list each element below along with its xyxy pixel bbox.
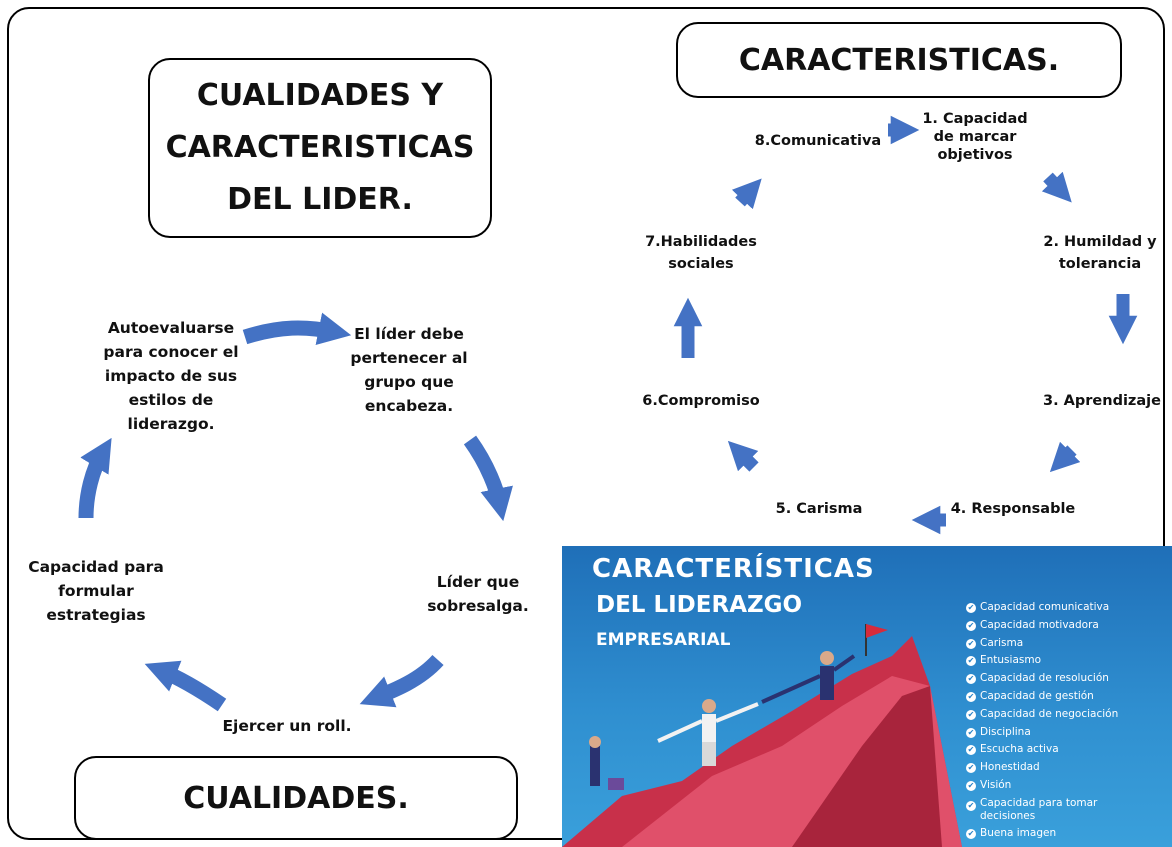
poster-list-item: ✔Capacidad de negociación: [966, 707, 1119, 720]
poster-list-item: ✔Visión: [966, 778, 1012, 791]
cycle-arrow-4: [144, 660, 227, 712]
characteristic-item-3: 3. Aprendizaje: [1043, 393, 1161, 409]
poster-list-item: ✔Buena imagen: [966, 826, 1057, 839]
check-icon: ✔: [966, 691, 976, 702]
check-icon: ✔: [966, 620, 976, 631]
cycle-arrow-9: [1049, 441, 1081, 473]
characteristic-item-4: 4. Responsable: [950, 501, 1076, 517]
poster-list-item: ✔Capacidad de gestión: [966, 689, 1094, 702]
check-icon: ✔: [966, 828, 976, 839]
poster-list-item: ✔Capacidad motivadora: [966, 618, 1099, 631]
check-icon: ✔: [966, 727, 976, 738]
poster-subtitle-2: EMPRESARIAL: [596, 630, 731, 650]
poster-list: ✔Capacidad comunicativa ✔Capacidad motiv…: [966, 599, 1136, 843]
characteristic-item-8: 8.Comunicativa: [754, 133, 882, 149]
mountain-climbers-illustration: [562, 624, 962, 847]
check-icon: ✔: [966, 745, 976, 756]
cycle-arrow-7: [1041, 171, 1072, 203]
quality-item-3: Ejercer un roll.: [222, 717, 352, 735]
cycle-arrow-3: [359, 654, 444, 708]
check-icon: ✔: [966, 780, 976, 791]
check-icon: ✔: [966, 709, 976, 720]
cycle-arrow-1: [242, 312, 352, 345]
cycle-arrow-5: [78, 437, 112, 519]
poster-list-item: ✔Entusiasmo: [966, 654, 1042, 667]
check-icon: ✔: [966, 674, 976, 685]
check-icon: ✔: [966, 656, 976, 667]
cycle-arrow-2: [463, 435, 513, 522]
poster-list-item: ✔Capacidad comunicativa: [966, 601, 1110, 613]
qualities-title: CUALIDADES.: [74, 756, 518, 840]
check-icon: ✔: [966, 603, 976, 613]
poster-subtitle: DEL LIDERAZGO: [596, 592, 803, 618]
main-title: CUALIDADES Y CARACTERISTICAS DEL LIDER.: [148, 58, 492, 238]
check-icon: ✔: [966, 763, 976, 774]
poster-title: CARACTERÍSTICAS: [592, 554, 875, 584]
characteristic-item-6: 6.Compromiso: [642, 393, 760, 409]
characteristic-item-5: 5. Carisma: [775, 501, 863, 517]
leadership-poster: CARACTERÍSTICAS DEL LIDERAZGO EMPRESARIA…: [562, 546, 1172, 847]
poster-list-item: ✔Honestidad: [966, 761, 1040, 774]
check-icon: ✔: [966, 638, 976, 649]
characteristics-title: CARACTERISTICAS.: [676, 22, 1122, 98]
poster-list-item: ✔Disciplina: [966, 725, 1031, 738]
poster-list-item: ✔Carisma: [966, 636, 1024, 649]
poster-list-item: ✔Capacidad para tomar decisiones: [966, 796, 1098, 822]
cycle-arrow-13: [731, 178, 762, 210]
poster-list-item: ✔Escucha activa: [966, 743, 1059, 756]
check-icon: ✔: [966, 800, 976, 811]
cycle-arrow-11: [727, 440, 759, 472]
poster-list-item: ✔Capacidad de resolución: [966, 672, 1109, 685]
